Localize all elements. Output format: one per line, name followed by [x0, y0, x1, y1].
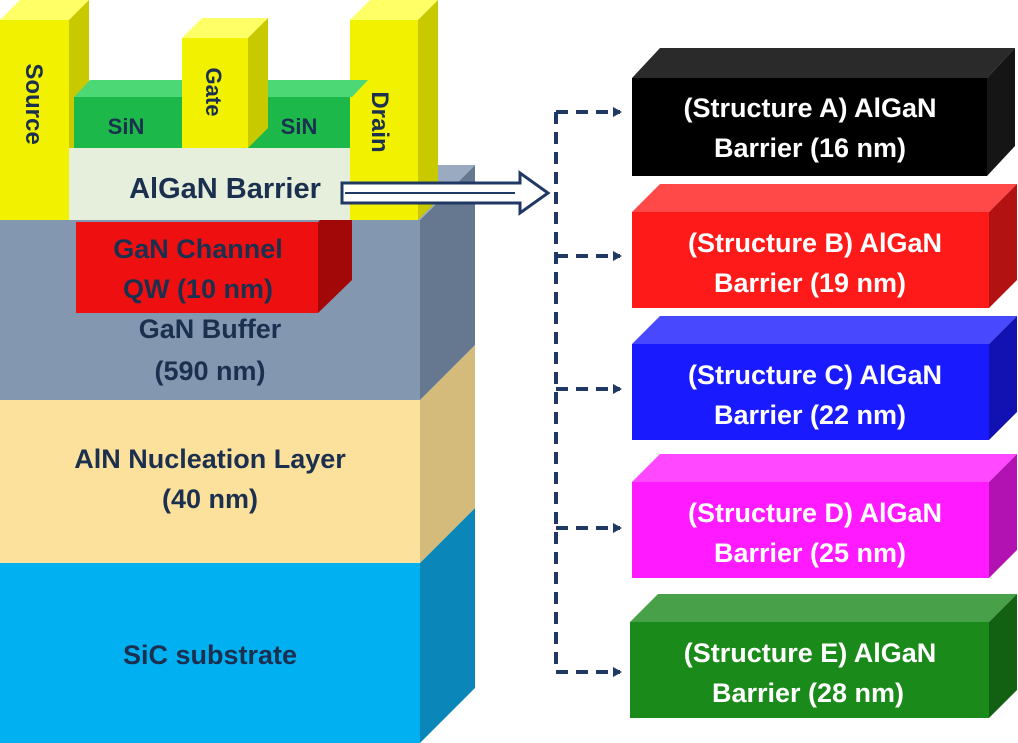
aln-nucleation-layer: AlN Nucleation Layer (40 nm) [0, 345, 475, 563]
structure-e-line2: Barrier (28 nm) [712, 678, 904, 708]
sin-left-layer: SiN [74, 80, 198, 148]
sin-left-label: SiN [108, 114, 145, 139]
structure-b-line2: Barrier (19 nm) [714, 268, 906, 298]
nucleation-label-line1: AlN Nucleation Layer [74, 444, 346, 474]
gan-channel-layer: GaN Channel QW (10 nm) [76, 188, 352, 313]
sin-right-label: SiN [281, 114, 318, 139]
barrier-pointer-arrow [340, 170, 551, 216]
structure-c-line1: (Structure C) AlGaN [688, 360, 942, 390]
nucleation-label-line2: (40 nm) [162, 484, 258, 514]
structure-b-line1: (Structure B) AlGaN [688, 228, 942, 258]
buffer-label-line1: GaN Buffer [139, 314, 282, 344]
barrier-label: AlGaN Barrier [129, 173, 321, 205]
structure-e-line1: (Structure E) AlGaN [684, 638, 937, 668]
algan-barrier-layer: AlGaN Barrier [69, 148, 350, 220]
structure-b-box: (Structure B) AlGaN Barrier (19 nm) [632, 184, 1017, 308]
structure-a-box: (Structure A) AlGaN Barrier (16 nm) [632, 48, 1015, 176]
dashed-connectors [554, 107, 622, 677]
substrate-label: SiC substrate [123, 640, 297, 670]
drain-label: Drain [366, 91, 393, 152]
structure-e-box: (Structure E) AlGaN Barrier (28 nm) [630, 594, 1017, 718]
source-label: Source [20, 63, 47, 144]
structure-c-box: (Structure C) AlGaN Barrier (22 nm) [632, 316, 1017, 440]
structure-d-line2: Barrier (25 nm) [714, 538, 906, 568]
structure-a-line2: Barrier (16 nm) [714, 133, 906, 163]
channel-label-line1: GaN Channel [113, 234, 283, 264]
structure-c-line2: Barrier (22 nm) [714, 400, 906, 430]
buffer-label-line2: (590 nm) [154, 356, 265, 386]
structure-d-line1: (Structure D) AlGaN [688, 498, 942, 528]
structure-a-line1: (Structure A) AlGaN [683, 93, 936, 123]
gate-label: Gate [201, 68, 226, 117]
gate-contact: Gate [182, 18, 268, 148]
structure-d-box: (Structure D) AlGaN Barrier (25 nm) [632, 454, 1017, 578]
channel-label-line2: QW (10 nm) [123, 274, 273, 304]
